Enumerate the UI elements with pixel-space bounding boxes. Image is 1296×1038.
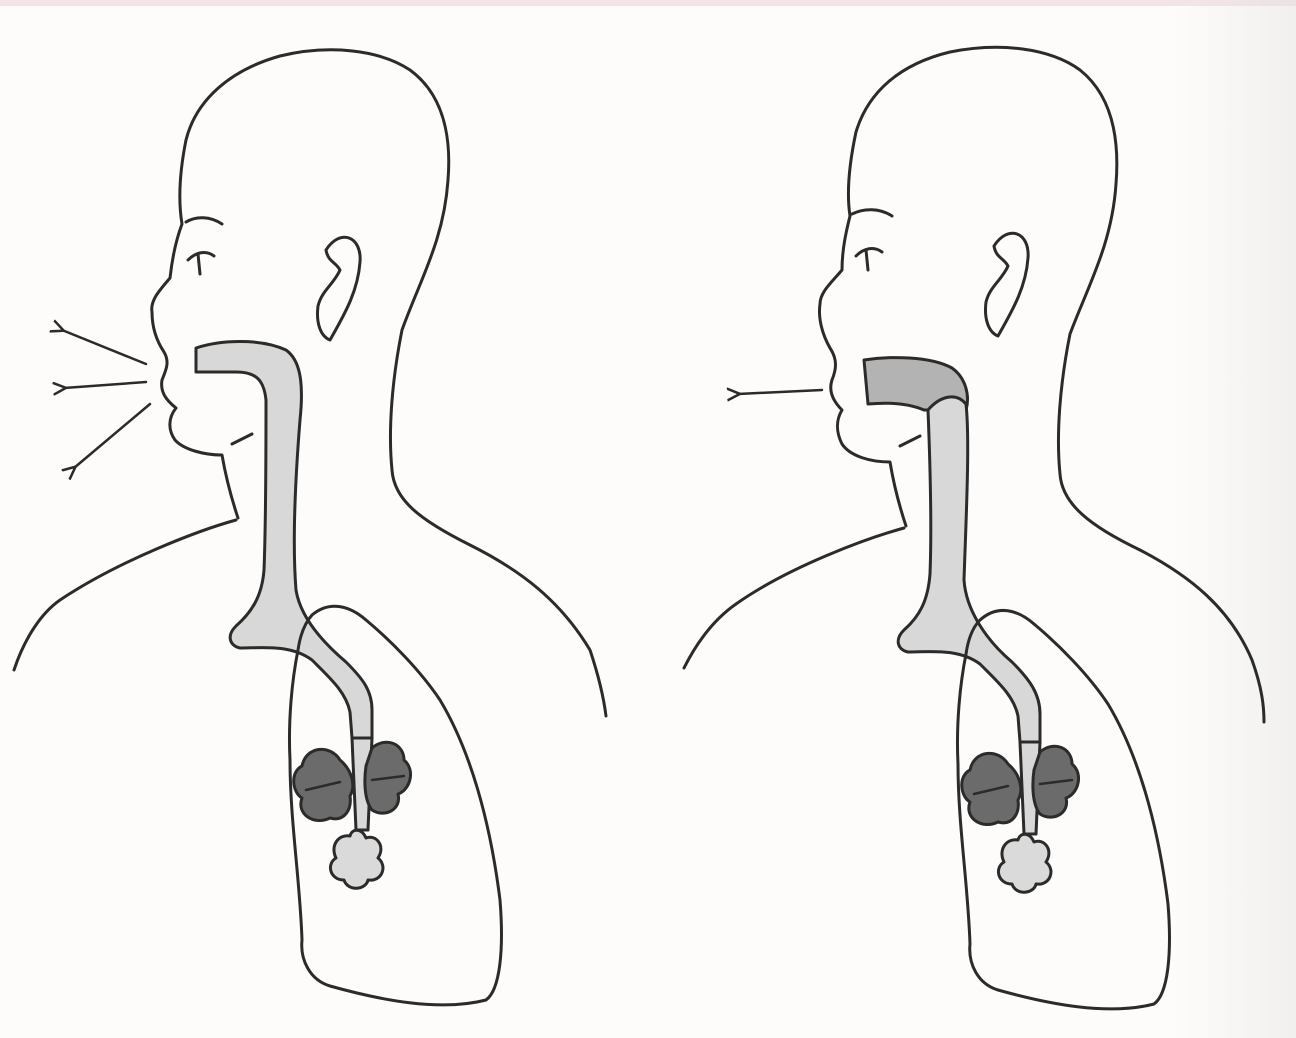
left-neck-crease (232, 434, 252, 444)
right-brow (852, 210, 892, 216)
right-exhale-arrow (738, 390, 822, 394)
left-ear (318, 237, 361, 340)
right-figure (684, 47, 1264, 1009)
left-airway (196, 342, 372, 739)
left-exhale-arrow-down (74, 404, 150, 468)
right-ear (986, 233, 1029, 336)
left-shoulder-outline (14, 520, 236, 670)
left-exhale-arrow-mid (64, 382, 146, 388)
left-head-outline (152, 50, 606, 716)
right-airway (898, 397, 1040, 742)
right-neck-crease (900, 436, 920, 446)
left-eye (188, 253, 214, 274)
left-figure (14, 50, 606, 1005)
left-exhale-arrow-up (62, 330, 146, 364)
right-shoulder-outline (684, 528, 904, 668)
right-eye (856, 249, 882, 270)
left-brow (186, 218, 222, 224)
right-alveoli (998, 834, 1051, 892)
left-alveoli (330, 830, 383, 888)
